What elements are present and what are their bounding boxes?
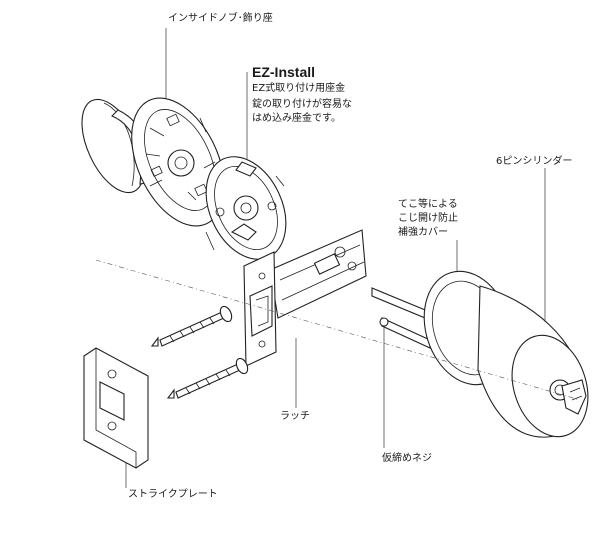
label-anti-pry-1: てこ等による bbox=[398, 199, 458, 210]
latch bbox=[243, 229, 367, 367]
label-anti-pry-3: 補強カバー bbox=[398, 227, 448, 238]
label-ez-title: EZ-Install bbox=[252, 64, 316, 80]
screws bbox=[150, 305, 249, 399]
label-ez-subtitle: EZ式取り付け用座金 bbox=[252, 83, 346, 94]
strike-plate bbox=[83, 347, 149, 469]
label-ez-desc-1: 錠の取り付けが容易な bbox=[252, 99, 352, 110]
label-latch: ラッチ bbox=[280, 411, 310, 422]
inside-knob bbox=[81, 97, 225, 227]
ez-install-plate bbox=[205, 156, 287, 260]
outside-knob-cylinder bbox=[371, 270, 589, 438]
label-strike-plate: ストライクプレート bbox=[128, 489, 218, 500]
label-anti-pry-2: こじ開け防止 bbox=[398, 213, 458, 224]
label-inside-knob: インサイドノブ･飾り座 bbox=[168, 13, 273, 24]
label-ez-desc-2: はめ込み座金です。 bbox=[252, 113, 341, 124]
label-temp-screw: 仮締めネジ bbox=[382, 453, 432, 464]
label-cylinder: 6ピンシリンダー bbox=[496, 156, 573, 167]
